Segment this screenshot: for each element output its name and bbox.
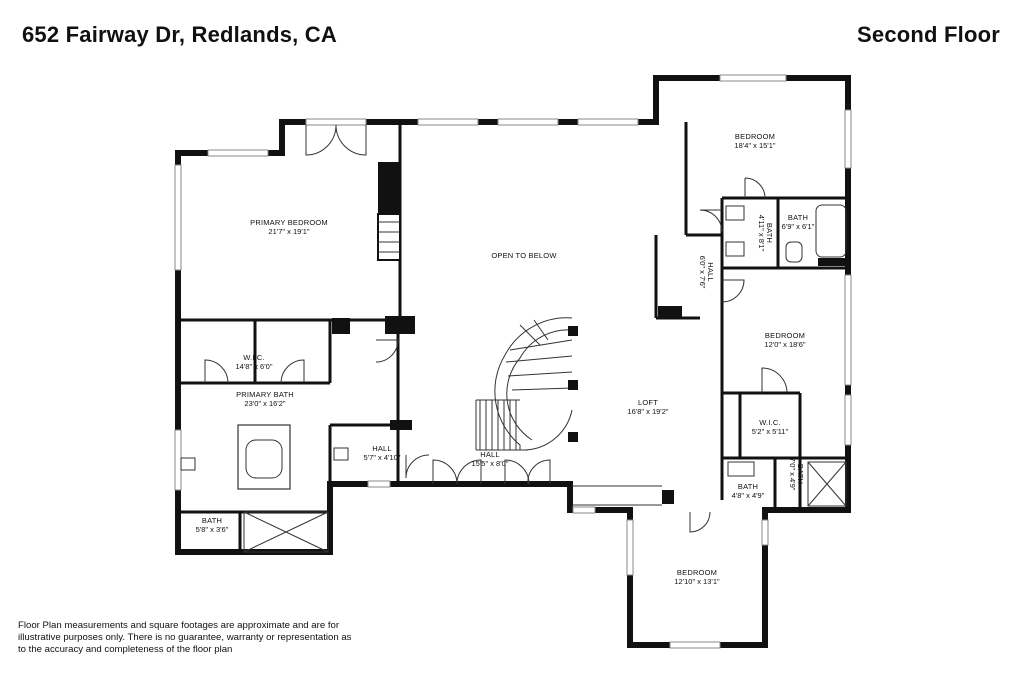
room-dims: 4'11" x 8'1"	[757, 215, 766, 252]
room-name: BATH	[738, 482, 758, 491]
room-name: W.I.C.	[759, 418, 781, 427]
room-name: BATH	[765, 223, 774, 243]
address-title: 652 Fairway Dr, Redlands, CA	[22, 22, 337, 47]
room-name: BATH	[202, 516, 222, 525]
room-dims: 7'0" x 4'9"	[788, 458, 797, 491]
floor-title: Second Floor	[857, 22, 1000, 47]
fixtures	[180, 162, 847, 553]
room-name: HALL	[706, 262, 715, 282]
room-name: BEDROOM	[677, 568, 717, 577]
room-dims: 5'7" x 4'10"	[364, 453, 401, 462]
room-dims: 4'8" x 4'9"	[732, 491, 765, 500]
room-dims: 6'9" x 6'1"	[782, 222, 815, 231]
room-name: HALL	[372, 444, 392, 453]
room-name: BATH	[788, 213, 808, 222]
room-dims: 14'8" x 6'0"	[236, 362, 273, 371]
room-dims: 12'10" x 13'1"	[674, 577, 720, 586]
room-dims: 18'4" x 15'1"	[734, 141, 775, 150]
windows	[174, 74, 852, 649]
room-dims: 15'5" x 8'0"	[472, 459, 509, 468]
room-dims: 16'8" x 19'2"	[627, 407, 668, 416]
room-dims: 5'2" x 5'11"	[752, 427, 789, 436]
room-name: BATH	[796, 464, 805, 484]
room-name: PRIMARY BEDROOM	[250, 218, 328, 227]
room-dims: 21'7" x 19'1"	[268, 227, 309, 236]
room-name: LOFT	[638, 398, 658, 407]
door-swings	[204, 124, 788, 533]
room-dims: 6'0" x 7'6"	[698, 256, 707, 289]
room-dims: 12'0" x 18'6"	[764, 340, 805, 349]
disclaimer-text: Floor Plan measurements and square foota…	[18, 620, 352, 655]
interior-walls	[178, 122, 848, 552]
room-name: BEDROOM	[735, 132, 775, 141]
room-name: PRIMARY BATH	[236, 390, 294, 399]
room-name: OPEN TO BELOW	[491, 251, 557, 260]
room-name: BEDROOM	[765, 331, 805, 340]
room-name: HALL	[480, 450, 500, 459]
room-labels: BEDROOM 18'4" x 15'1" BATH 6'9" x 6'1" B…	[196, 132, 815, 586]
room-name: W.I.C.	[243, 353, 265, 362]
room-dims: 23'0" x 16'2"	[244, 399, 285, 408]
room-dims: 5'8" x 3'6"	[196, 525, 229, 534]
staircase	[475, 317, 573, 451]
